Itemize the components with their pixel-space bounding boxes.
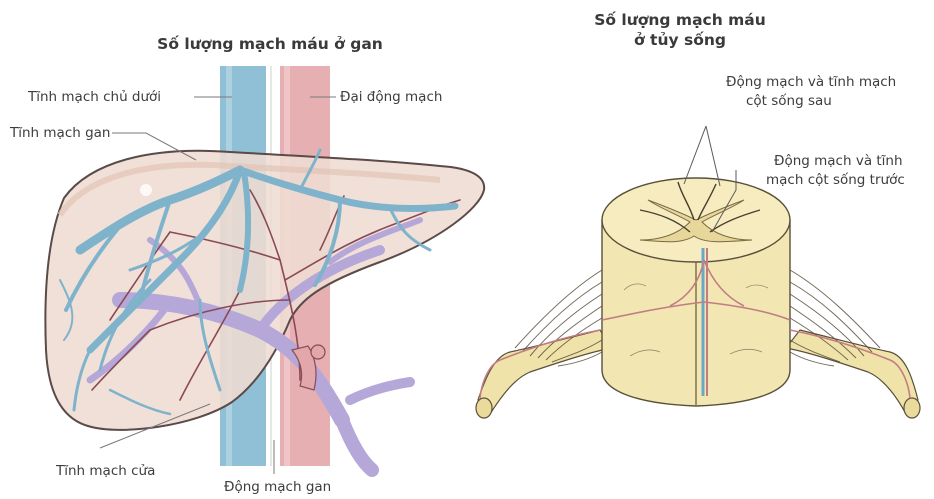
spine-title-line1: Số lượng mạch máu — [570, 10, 790, 30]
hepatic-vein-label: Tĩnh mạch gan — [10, 124, 111, 142]
hepatic-artery-label: Động mạch gan — [224, 478, 331, 496]
liver-title: Số lượng mạch máu ở gan — [120, 34, 420, 54]
spine-title-line2: ở tủy sống — [570, 30, 790, 50]
portal-vein-label: Tĩnh mạch cửa — [56, 462, 155, 480]
anterior-vessels-label-line1: Động mạch và tĩnh — [774, 152, 903, 170]
ivc-label: Tĩnh mạch chủ dưới — [28, 88, 161, 106]
liver-diagram — [45, 66, 484, 474]
aorta-label: Đại động mạch — [340, 88, 442, 106]
anterior-vessels-label-line2: mạch cột sống trước — [766, 171, 905, 189]
posterior-vessels-label-line2: cột sống sau — [746, 92, 832, 110]
left-nerve-root — [478, 330, 612, 414]
posterior-vessels-label-line1: Động mạch và tĩnh mạch — [726, 73, 896, 91]
